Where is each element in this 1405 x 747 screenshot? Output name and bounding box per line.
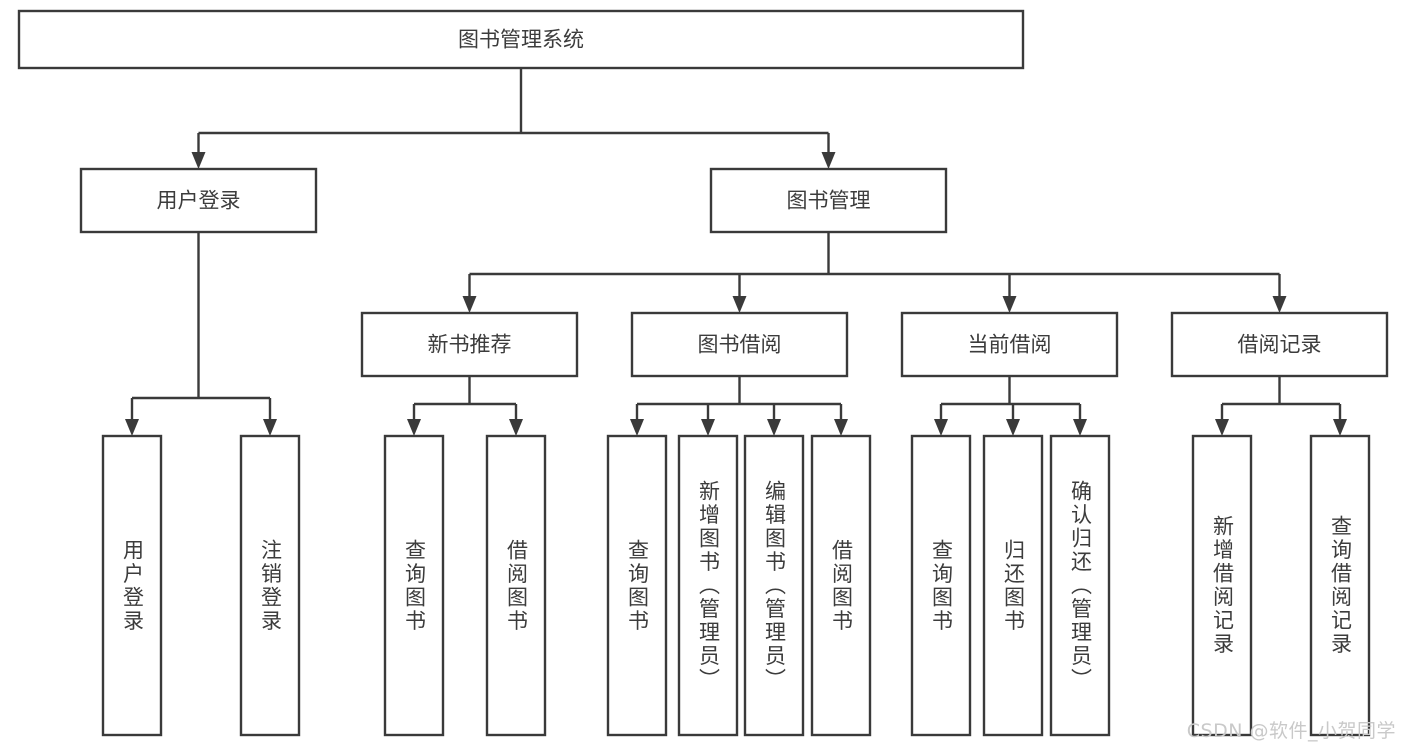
root-node-box[interactable] [17, 9, 1025, 70]
arrow-head-icon [462, 296, 477, 313]
leaf-node-box[interactable] [810, 434, 872, 737]
level3-node-label: 图书借阅 [698, 333, 782, 357]
leaf-node-box[interactable] [1309, 434, 1371, 737]
arrow-head-icon [1006, 419, 1020, 436]
leaf-node-box[interactable] [982, 434, 1044, 737]
arrow-head-icon [407, 419, 421, 436]
root-node-label: 图书管理系统 [458, 28, 584, 52]
arrow-head-icon [1333, 419, 1347, 436]
leaf-node-box[interactable] [383, 434, 445, 737]
arrow-head-icon [934, 419, 948, 436]
arrow-head-icon [509, 419, 523, 436]
leaf-node-box[interactable] [910, 434, 972, 737]
level2-node-box[interactable] [709, 167, 948, 234]
arrow-head-icon [1073, 419, 1087, 436]
leaf-node-box[interactable] [677, 434, 739, 737]
level3-node-label: 当前借阅 [968, 333, 1052, 357]
box-layer [17, 9, 1389, 737]
arrow-head-icon [1272, 296, 1287, 313]
arrow-head-icon [125, 419, 139, 436]
leaf-node-box[interactable] [101, 434, 163, 737]
arrow-head-icon [1215, 419, 1229, 436]
arrow-head-icon [263, 419, 277, 436]
arrow-head-icon [834, 419, 848, 436]
level2-node-box[interactable] [79, 167, 318, 234]
arrow-head-icon [767, 419, 781, 436]
leaf-node-box[interactable] [606, 434, 668, 737]
level3-node-label: 借阅记录 [1238, 333, 1322, 357]
level2-node-label: 图书管理 [787, 189, 871, 213]
leaf-node-box[interactable] [1049, 434, 1111, 737]
level3-node-box[interactable] [360, 311, 579, 378]
level2-node-label: 用户登录 [157, 189, 241, 213]
level3-node-box[interactable] [1170, 311, 1389, 378]
leaf-node-box[interactable] [239, 434, 301, 737]
leaf-node-box[interactable] [743, 434, 805, 737]
leaf-node-box[interactable] [1191, 434, 1253, 737]
level3-node-box[interactable] [900, 311, 1119, 378]
level3-node-box[interactable] [630, 311, 849, 378]
arrow-head-icon [821, 152, 836, 169]
level3-node-label: 新书推荐 [428, 333, 512, 357]
leaf-node-box[interactable] [485, 434, 547, 737]
arrow-head-icon [1002, 296, 1017, 313]
arrow-head-icon [630, 419, 644, 436]
connector-layer [125, 68, 1347, 436]
arrow-head-icon [701, 419, 715, 436]
arrow-head-icon [732, 296, 747, 313]
watermark: CSDN @软件_小贺同学 [1186, 720, 1396, 742]
arrow-head-icon [191, 152, 206, 169]
